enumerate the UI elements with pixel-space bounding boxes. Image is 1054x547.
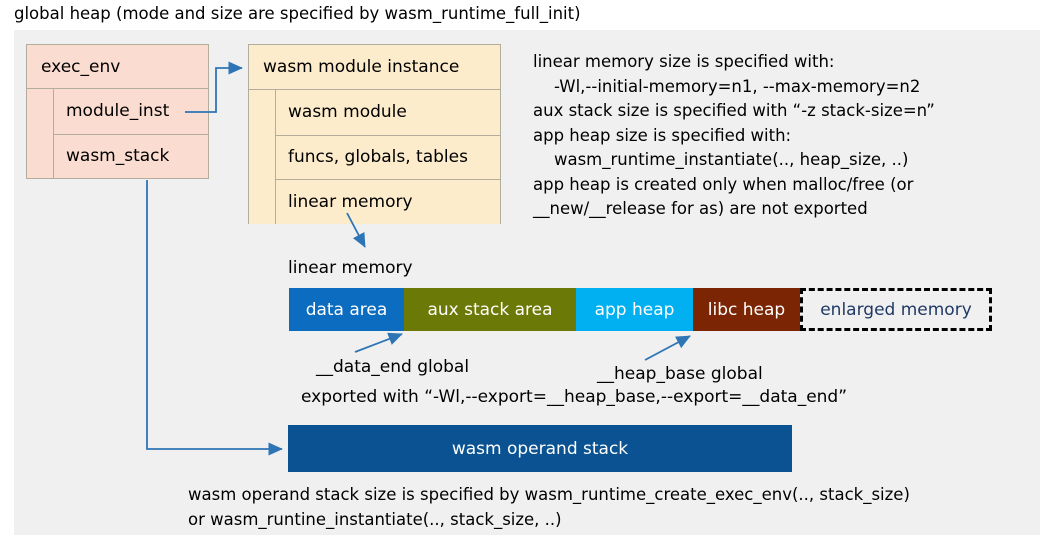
note-right-line-2: aux stack size is specified with “-z sta… bbox=[533, 101, 935, 120]
note-right-line-4: wasm_runtime_instantiate(.., heap_size, … bbox=[533, 150, 909, 169]
exec-env-header: exec_env bbox=[27, 45, 208, 89]
note-right-line-6: __new/__release for as) are not exported bbox=[533, 199, 868, 218]
exec-env-box: exec_env module_inst wasm_stack bbox=[26, 44, 209, 179]
notes-right-block: linear memory size is specified with: -W… bbox=[533, 50, 1033, 222]
notes-bottom-block: wasm operand stack size is specified by … bbox=[188, 482, 910, 532]
exec-env-gutter bbox=[27, 89, 53, 178]
exec-env-fields: module_inst wasm_stack bbox=[27, 89, 208, 178]
note-bottom-line-1: or wasm_runtine_instantiate(.., stack_si… bbox=[188, 510, 562, 529]
wasm-module-instance-fields: wasm module funcs, globals, tables linea… bbox=[249, 90, 500, 224]
exec-env-field-module-inst: module_inst bbox=[54, 89, 208, 134]
linear-memory-label: linear memory bbox=[288, 258, 413, 278]
page-title: global heap (mode and size are specified… bbox=[14, 4, 581, 23]
wasm-operand-stack-box: wasm operand stack bbox=[288, 425, 792, 472]
note-right-line-0: linear memory size is specified with: bbox=[533, 52, 835, 71]
wasm-module-instance-gutter bbox=[249, 90, 275, 224]
note-right-line-1: -Wl,--initial-memory=n1, --max-memory=n2 bbox=[533, 76, 921, 96]
annotation-exported-with: exported with “-Wl,--export=__heap_base,… bbox=[301, 387, 848, 407]
wasm-module-instance-box: wasm module instance wasm module funcs, … bbox=[248, 44, 501, 224]
memory-segment-data-area: data area bbox=[289, 288, 404, 331]
memory-segment-app-heap: app heap bbox=[576, 288, 693, 331]
wasm-module-instance-field-linear-memory: linear memory bbox=[276, 179, 500, 224]
memory-segment-enlarged-memory: enlarged memory bbox=[800, 288, 992, 331]
wasm-module-instance-field-wasm-module: wasm module bbox=[276, 90, 500, 135]
wasm-module-instance-field-funcs-globals-tables: funcs, globals, tables bbox=[276, 134, 500, 180]
memory-segment-aux-stack-area: aux stack area bbox=[404, 288, 576, 331]
annotation-heap-base: __heap_base global bbox=[597, 364, 763, 384]
memory-segment-libc-heap: libc heap bbox=[693, 288, 800, 331]
annotation-data-end: __data_end global bbox=[316, 357, 470, 377]
wasm-module-instance-header: wasm module instance bbox=[249, 45, 500, 90]
note-right-line-5: app heap is created only when malloc/fre… bbox=[533, 174, 914, 194]
exec-env-field-wasm-stack: wasm_stack bbox=[54, 133, 208, 178]
note-bottom-line-0: wasm operand stack size is specified by … bbox=[188, 485, 910, 504]
note-right-line-3: app heap size is specified with: bbox=[533, 125, 792, 145]
